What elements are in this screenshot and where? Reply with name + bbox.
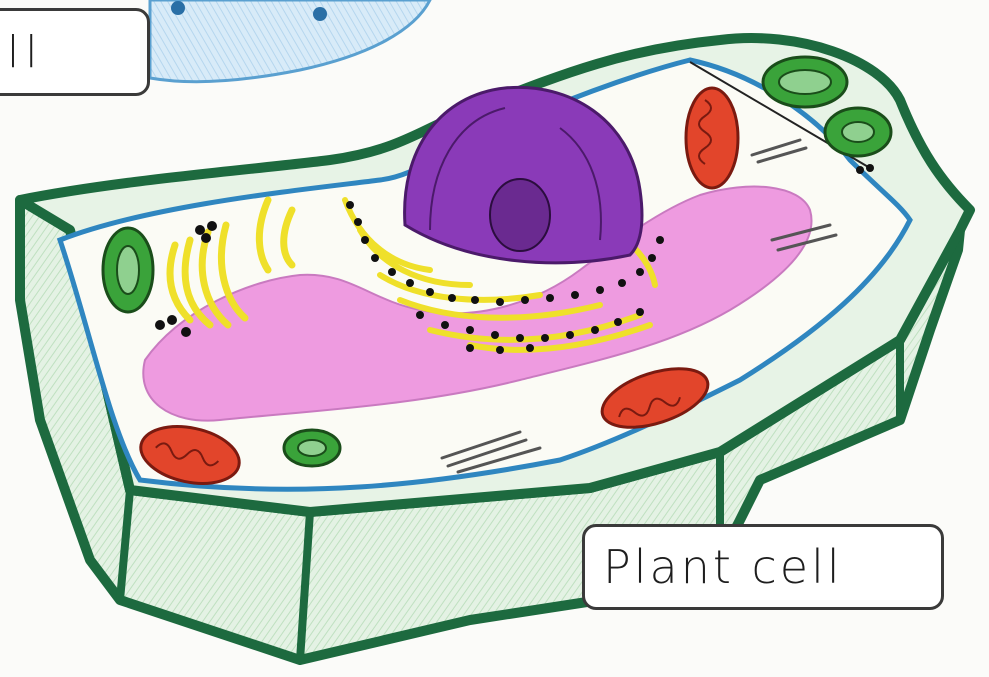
chloroplast <box>103 228 153 312</box>
nucleolus <box>490 179 550 251</box>
animal-organelle-dot <box>171 1 185 15</box>
chloroplast <box>825 108 891 156</box>
animal-organelle-dot <box>313 7 327 21</box>
animal-cell-label-text: ll <box>7 27 43 78</box>
animal-cell-partial <box>150 0 430 82</box>
plant-cell-label: Plant cell <box>582 524 944 610</box>
chloroplast <box>284 430 340 466</box>
chloroplast <box>763 57 847 107</box>
plant-cell-label-text: Plant cell <box>603 540 843 594</box>
mitochondrion <box>686 88 738 188</box>
animal-cell-label: ll <box>0 8 150 96</box>
